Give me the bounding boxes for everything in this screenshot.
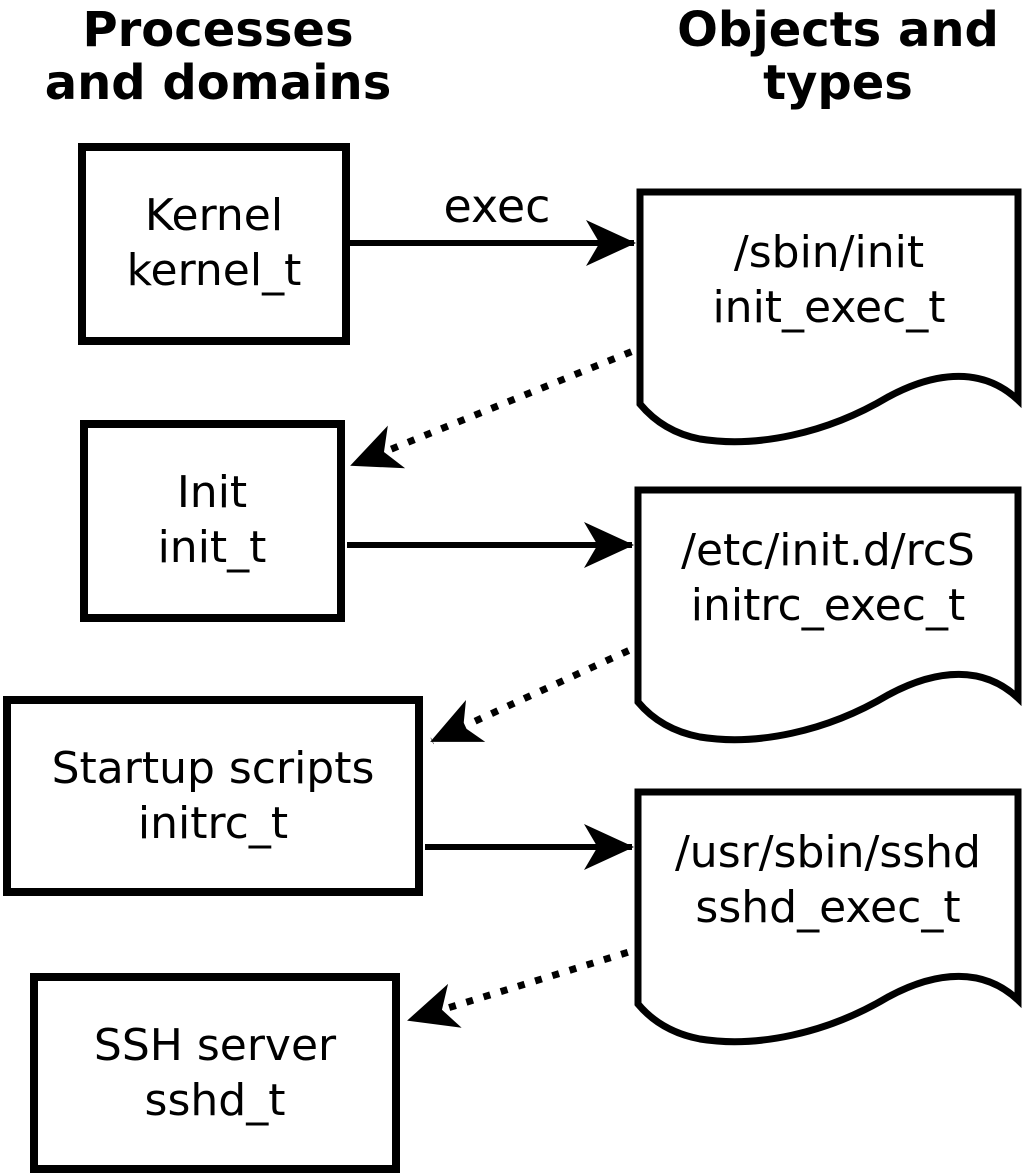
header-objects-line1: Objects and [677, 2, 999, 58]
etc-initd-rcS-doc-path-label: /etc/init.d/rcS [681, 525, 975, 576]
object-doc-usr-sbin-sshd: /usr/sbin/sshd sshd_exec_t [634, 788, 1022, 1046]
transition-arrow-sbin-init-to-init [350, 341, 650, 469]
exec-arrows: exec [347, 179, 636, 870]
process-box-startup-scripts: Startup scripts initrc_t [3, 696, 423, 896]
usr-sbin-sshd-doc-shape [634, 788, 1022, 1046]
etc-initd-rcS-doc-shape [634, 486, 1022, 744]
usr-sbin-sshd-doc-type-label: sshd_exec_t [695, 882, 960, 933]
object-doc-sbin-init: /sbin/init init_exec_t [636, 188, 1022, 446]
sbin-init-doc-type-label: init_exec_t [712, 282, 945, 333]
transition-arrow-sshd-exec-to-sshd [407, 943, 647, 1028]
process-box-init: Init init_t [80, 420, 345, 622]
init-box-name-label: Init [177, 467, 247, 518]
startup-scripts-box-shape [3, 696, 423, 896]
transition-arrows [350, 341, 650, 1028]
startup-scripts-box-type-label: initrc_t [138, 798, 288, 849]
init-box-shape [80, 420, 345, 622]
startup-scripts-box-name-label: Startup scripts [52, 743, 375, 794]
sbin-init-doc-shape [636, 188, 1022, 446]
process-box-kernel: Kernel kernel_t [78, 143, 350, 345]
kernel-box-shape [78, 143, 350, 345]
ssh-server-box-name-label: SSH server [94, 1020, 337, 1071]
sbin-init-doc-path-label: /sbin/init [734, 227, 924, 278]
exec-arrow-label: exec [444, 179, 551, 233]
header-processes-line1: Processes [82, 2, 353, 58]
process-box-ssh-server: SSH server sshd_t [30, 973, 400, 1173]
column-headers: Processes and domains Objects and types [45, 2, 999, 111]
usr-sbin-sshd-doc-path-label: /usr/sbin/sshd [675, 827, 981, 878]
etc-initd-rcS-doc-type-label: initrc_exec_t [691, 580, 965, 631]
transition-arrow-rcS-to-initrc [430, 639, 647, 745]
kernel-box-name-label: Kernel [145, 190, 283, 241]
kernel-box-type-label: kernel_t [127, 245, 302, 296]
object-doc-etc-initd-rcS: /etc/init.d/rcS initrc_exec_t [634, 486, 1022, 744]
header-objects-line2: types [763, 55, 913, 111]
init-box-type-label: init_t [158, 522, 267, 573]
ssh-server-box-shape [30, 973, 400, 1173]
header-processes-line2: and domains [45, 55, 392, 111]
ssh-server-box-type-label: sshd_t [145, 1075, 286, 1126]
